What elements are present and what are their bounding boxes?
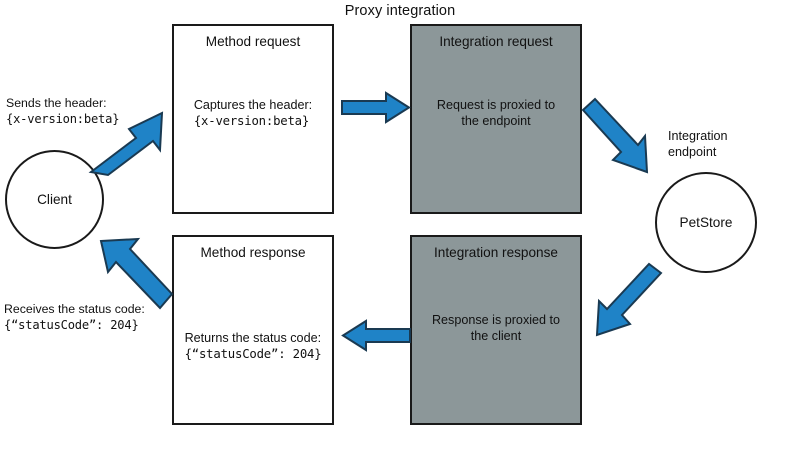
client-node: Client [5,150,104,249]
integration-endpoint-caption-line2: endpoint [668,145,717,160]
request-note-line2: {x-version:beta} [6,111,120,126]
integration-endpoint-caption-line1: Integration [668,129,728,143]
response-note-line1: Receives the status code: [4,302,145,316]
method-request-body-line1: Captures the header: [193,98,313,112]
integration-request-body-line1: Request is proxied to [436,98,556,112]
endpoint-node: PetStore [655,172,757,273]
integration-response-body-line1: Response is proxied to [431,313,561,327]
response-note-line2: {“statusCode”: 204} [4,317,139,332]
request-note: Sends the header: {x-version:beta} [6,96,119,127]
integration-request-title: Integration request [439,34,553,49]
request-note-line1: Sends the header: [6,96,107,110]
arrow-endpoint-to-integration-response [585,262,663,337]
arrow-client-to-method-request [88,110,178,177]
diagram-title: Proxy integration [344,3,456,19]
integration-endpoint-caption: Integration endpoint [668,128,728,161]
method-response-title: Method response [200,245,306,260]
integration-request-body-line2: the endpoint [461,114,531,129]
method-request-box: Method request Captures the header: {x-v… [172,24,334,214]
arrow-integration-response-to-method-response [341,319,411,352]
arrow-method-request-to-integration-request [341,91,411,124]
integration-response-box: Integration response Response is proxied… [410,235,582,425]
endpoint-label-text: PetStore [679,215,733,230]
method-request-body-line2: {x-version:beta} [193,114,310,129]
integration-request-box: Integration request Request is proxied t… [410,24,582,214]
integration-response-body-line2: the client [470,329,522,344]
arrow-method-response-to-client [88,237,174,310]
method-response-body-line2: {“statusCode”: 204} [184,347,322,362]
response-note: Receives the status code: {“statusCode”:… [4,302,145,333]
method-response-box: Method response Returns the status code:… [172,235,334,425]
integration-response-title: Integration response [434,245,558,260]
method-request-title: Method request [205,34,301,49]
method-response-body-line1: Returns the status code: [184,331,322,345]
client-label: Client [37,192,72,207]
arrow-integration-request-to-endpoint [581,97,661,178]
